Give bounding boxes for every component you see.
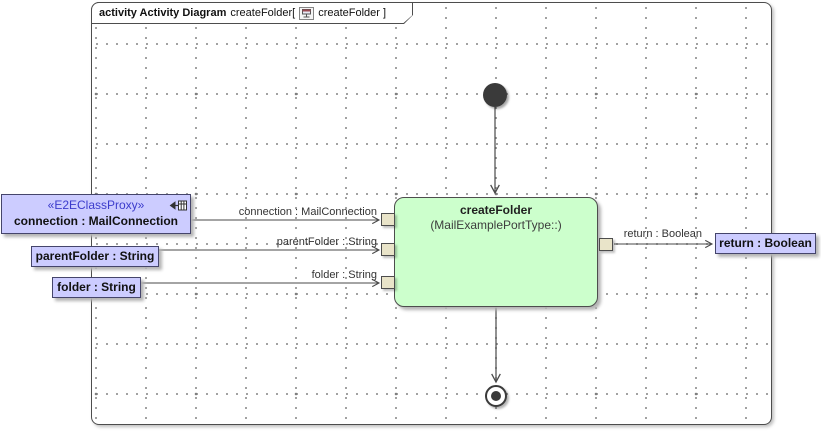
action-create-folder[interactable]: createFolder (MailExamplePortType::) <box>394 197 598 307</box>
proxy-port-icon <box>169 200 187 211</box>
input-pin-connection[interactable] <box>381 213 395 226</box>
flow-label-connection[interactable]: connection : MailConnection <box>238 206 377 218</box>
diagram-kind-label: activity Activity Diagram <box>99 7 227 19</box>
activity-final-node-dot <box>491 391 501 401</box>
parameter-name: connection : MailConnection <box>14 214 178 228</box>
action-qualifier: (MailExamplePortType::) <box>430 218 562 232</box>
parameter-node-folder[interactable]: folder : String <box>52 277 141 298</box>
parameter-node-return[interactable]: return : Boolean <box>715 233 816 254</box>
diagram-frame-header-fill: activity Activity Diagram createFolder[ … <box>92 3 412 23</box>
flow-label-return[interactable]: return : Boolean <box>623 228 702 240</box>
flow-label-parent-folder[interactable]: parentFolder : String <box>276 236 377 248</box>
input-pin-folder[interactable] <box>381 276 395 289</box>
diagram-frame-header[interactable]: activity Activity Diagram createFolder[ … <box>91 2 413 24</box>
diagram-ref-label: createFolder ] <box>318 7 387 19</box>
stereotype-label: «E2EClassProxy» <box>47 198 145 212</box>
flow-label-folder[interactable]: folder : String <box>311 269 377 281</box>
diagram-name-label: createFolder[ <box>230 7 296 19</box>
action-title: createFolder <box>459 203 533 217</box>
initial-node[interactable] <box>483 83 507 107</box>
activity-diagram-icon <box>299 7 314 20</box>
output-pin-return[interactable] <box>599 238 613 251</box>
parameter-node-connection[interactable]: «E2EClassProxy» connection : MailConnect… <box>1 194 191 234</box>
diagram-title: activity Activity Diagram createFolder[ … <box>99 3 386 23</box>
input-pin-parent-folder[interactable] <box>381 243 395 256</box>
activity-final-node[interactable] <box>485 385 507 407</box>
parameter-node-parent-folder[interactable]: parentFolder : String <box>31 246 159 267</box>
